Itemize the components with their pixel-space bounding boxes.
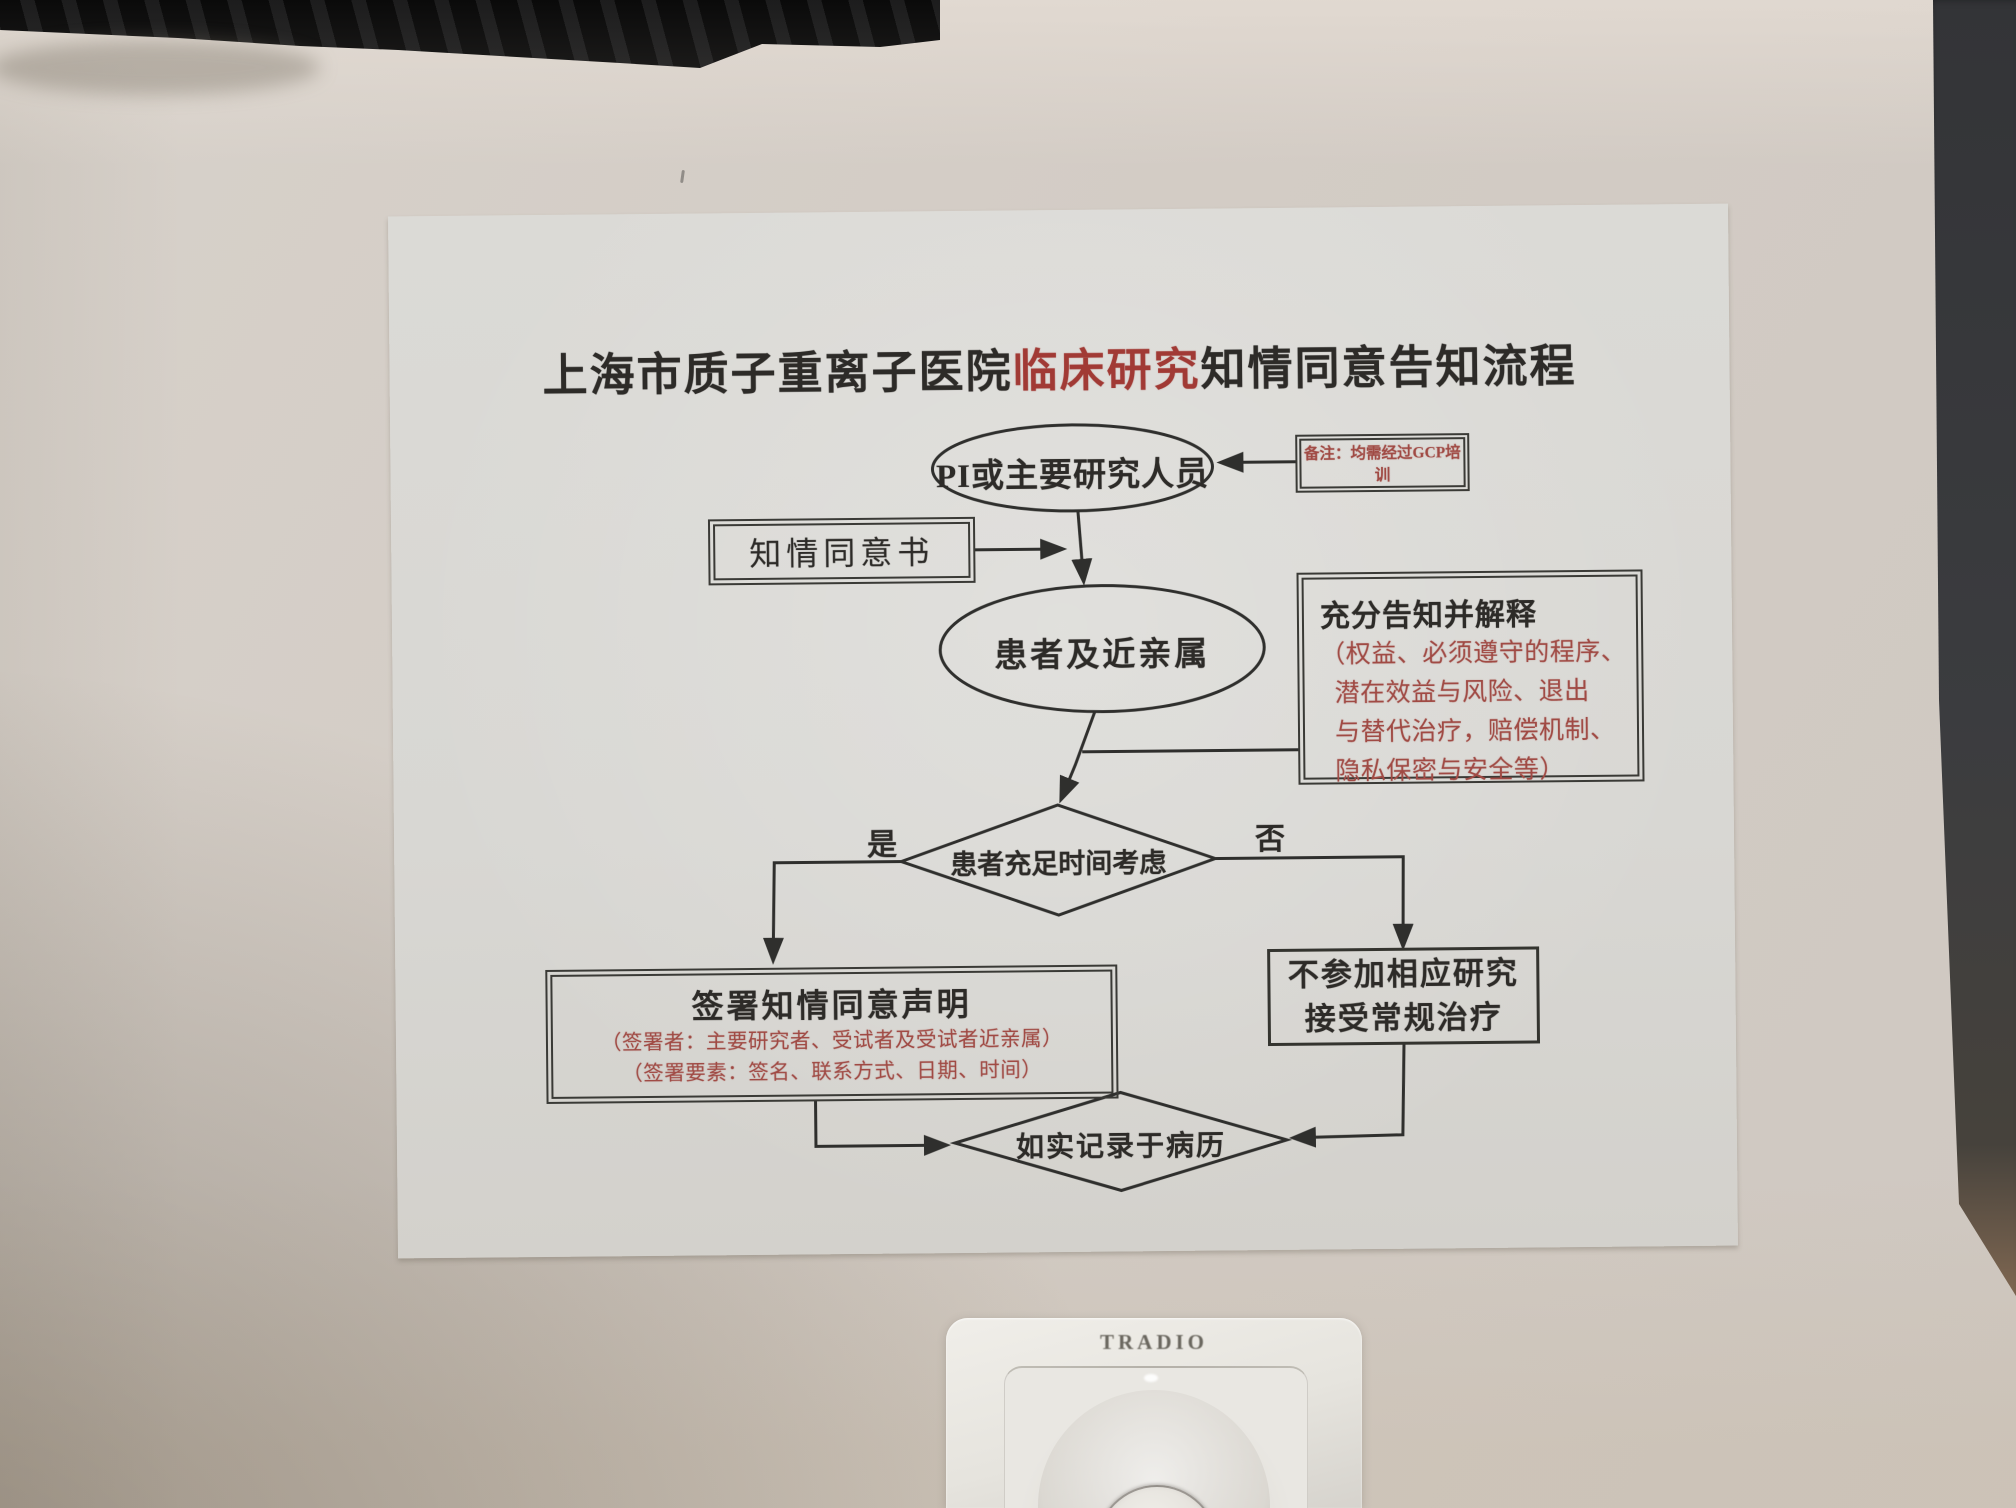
sign-title: 签署知情同意声明 <box>691 985 972 1025</box>
wall-shadow <box>0 40 320 95</box>
node-decision-label: 患者充足时间考虑 <box>950 848 1167 881</box>
node-record-label: 如实记录于病历 <box>1015 1130 1227 1164</box>
sign-line: （签署要素：签名、联系方式、日期、时间） <box>622 1059 1043 1086</box>
connector-pi-to-patient <box>1071 510 1093 586</box>
refuse-line: 不参加相应研究 <box>1287 955 1520 993</box>
flow-connectors <box>762 423 1414 1193</box>
connector-explain-to-line <box>1082 748 1299 754</box>
explain-line: （权益、必须遵守的程序、 <box>1320 638 1627 669</box>
connector-patient-to-decision <box>1059 711 1097 804</box>
connector-consent-to-line <box>975 538 1068 560</box>
node-pi-ellipse <box>930 423 1214 513</box>
connector-note-to-pi <box>1216 451 1296 473</box>
refuse-line: 接受常规治疗 <box>1304 999 1503 1037</box>
consent-form-text: 知情同意书 <box>749 534 935 573</box>
explain-line: 与替代治疗，赔偿机制、 <box>1334 716 1616 747</box>
explain-title: 充分告知并解释 <box>1319 598 1538 634</box>
explain-line: 隐私保密与安全等） <box>1335 756 1566 786</box>
light-switch: TRADIO <box>946 1318 1362 1508</box>
flowchart-shapes <box>762 423 1414 1193</box>
node-pi-label: PI或主要研究人员 <box>935 456 1210 496</box>
branch-label-yes: 是 <box>866 828 898 862</box>
node-patient-label: 患者及近亲属 <box>994 636 1211 675</box>
node-record-diamond <box>949 1090 1293 1193</box>
node-sign: 签署知情同意声明 （签署者：主要研究者、受试者及受试者近亲属） （签署要素：签名… <box>545 964 1119 1104</box>
node-consent-form: 知情同意书 <box>707 516 976 586</box>
dark-panel-right <box>1933 0 2016 1296</box>
connector-sign-to-record <box>814 1099 951 1156</box>
switch-glint <box>1144 1374 1158 1382</box>
node-gcp-note: 备注：均需经过GCP培训 <box>1295 433 1470 493</box>
explain-line: 潜在效益与风险、退出 <box>1334 677 1590 708</box>
branch-label-no: 否 <box>1254 822 1286 857</box>
switch-brand-label: TRADIO <box>1099 1330 1208 1354</box>
gcp-note-text: 备注：均需经过GCP培训 <box>1303 444 1461 484</box>
wall-mark <box>680 169 685 184</box>
flowchart-poster: 上海市质子重离子医院临床研究知情同意告知流程 <box>388 203 1738 1259</box>
connector-no-branch <box>1215 855 1414 951</box>
node-patient-ellipse <box>938 584 1266 714</box>
connector-yes-branch <box>762 860 904 965</box>
connector-refuse-to-record <box>1288 1042 1406 1148</box>
node-refuse: 不参加相应研究 接受常规治疗 <box>1267 946 1541 1047</box>
node-explain: 充分告知并解释 （权益、必须遵守的程序、 潜在效益与风险、退出 与替代治疗，赔偿… <box>1296 569 1645 785</box>
